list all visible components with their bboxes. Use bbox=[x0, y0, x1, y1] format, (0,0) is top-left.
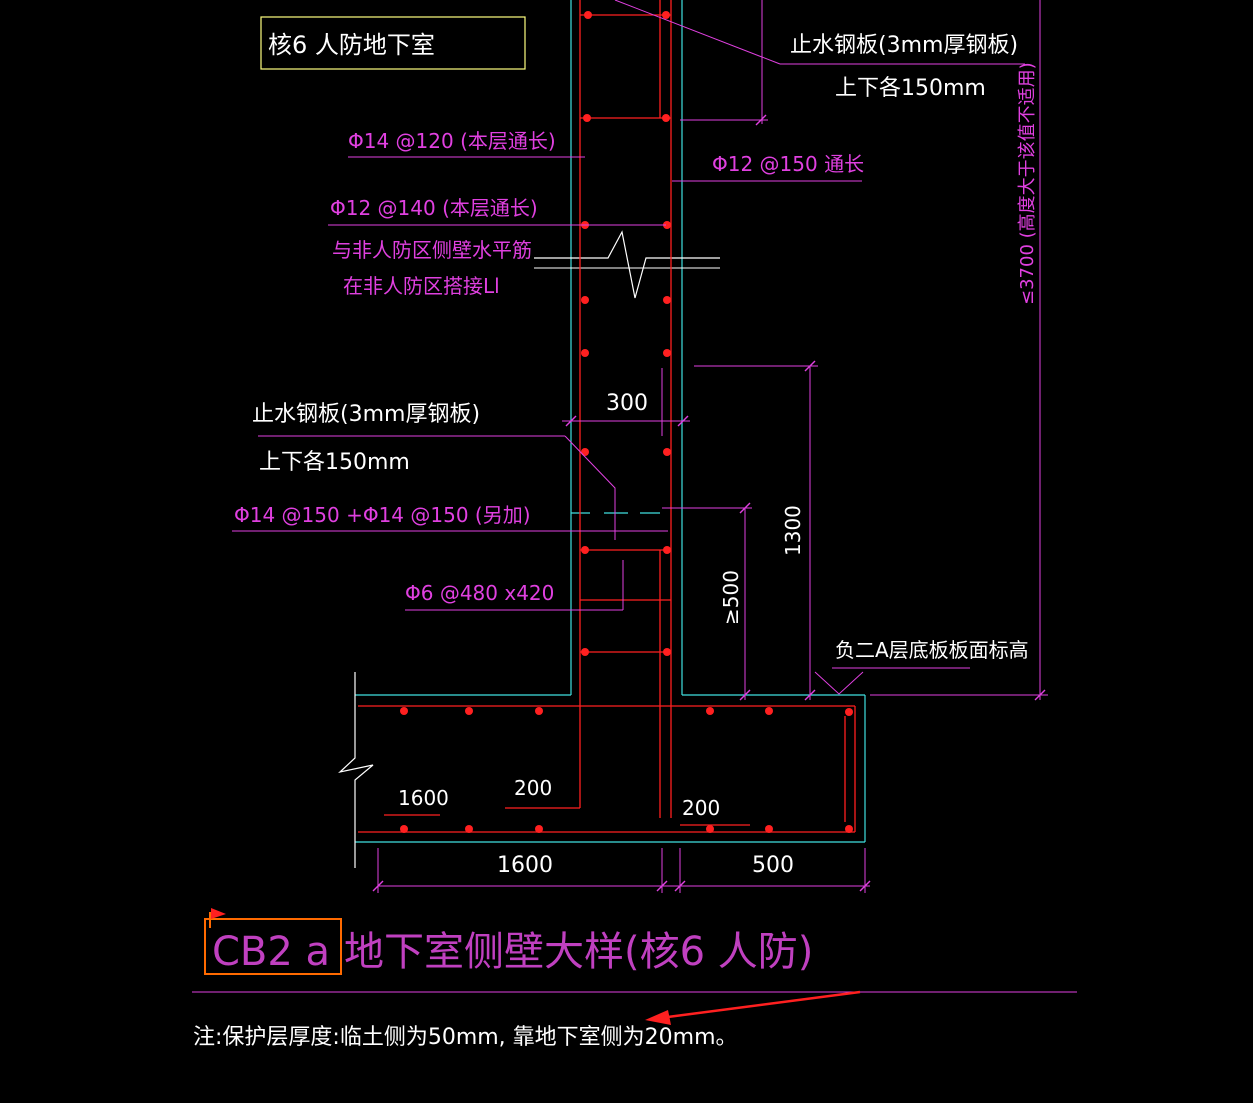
dim-tick bbox=[755, 114, 767, 126]
leader-waterstop-top bbox=[614, 0, 781, 65]
dimension-lines bbox=[192, 0, 1077, 993]
dim-200-left-label: 200 bbox=[514, 776, 552, 800]
rebar-dot bbox=[663, 448, 671, 456]
dim-tick bbox=[804, 360, 816, 372]
concrete-outline bbox=[355, 0, 866, 843]
title-box: 核6 人防地下室 bbox=[260, 16, 526, 70]
outer-rebar-label: Φ14 @120 (本层通长) bbox=[348, 129, 556, 153]
dim-1300-label: 1300 bbox=[781, 505, 805, 556]
flag-icon bbox=[211, 908, 226, 919]
rebar-dot bbox=[662, 11, 670, 19]
added-rebar-label: Φ14 @150 +Φ14 @150 (另加) bbox=[234, 503, 531, 527]
rebar-dot bbox=[765, 825, 773, 833]
rebar-dot bbox=[465, 825, 473, 833]
rebar-dot bbox=[535, 707, 543, 715]
dim-1600-inner-label: 1600 bbox=[398, 786, 449, 810]
dimension-ticks bbox=[372, 114, 1046, 892]
slab-break-line bbox=[338, 672, 374, 868]
dim-tick bbox=[674, 880, 686, 892]
rebar-dot bbox=[400, 707, 408, 715]
rebar-dot bbox=[581, 546, 589, 554]
rebar-dot bbox=[845, 708, 853, 716]
drawing-name: 地下室侧壁大样(核6 人防) bbox=[344, 929, 813, 975]
rebar-dot bbox=[662, 114, 670, 122]
dim-tick bbox=[859, 880, 871, 892]
drawing-code: CB2 a bbox=[212, 929, 330, 975]
rebar-dot bbox=[581, 296, 589, 304]
dim-tick bbox=[677, 415, 689, 427]
rebar-dot bbox=[581, 648, 589, 656]
rebar-dot bbox=[581, 349, 589, 357]
slab-level-marker bbox=[814, 671, 864, 695]
rebar-dot bbox=[663, 296, 671, 304]
rebar-dot bbox=[583, 114, 591, 122]
waterstop-top-sublabel: 上下各150mm bbox=[835, 76, 986, 101]
leader-waterstop-mid bbox=[564, 435, 616, 540]
dim-tick bbox=[372, 880, 384, 892]
rebar-dots bbox=[400, 11, 853, 833]
rebar-dot bbox=[663, 349, 671, 357]
slab-level-label: 负二A层底板板面标高 bbox=[835, 638, 1029, 662]
annotation-arrow bbox=[645, 990, 861, 1025]
dim-tick bbox=[565, 415, 577, 427]
dim-tick bbox=[1034, 689, 1046, 701]
horiz-rebar-label: Φ12 @140 (本层通长) bbox=[330, 196, 538, 220]
waterstop-mid-sublabel: 上下各150mm bbox=[259, 450, 410, 475]
rebar-dot bbox=[663, 648, 671, 656]
dim-tick bbox=[804, 689, 816, 701]
rebar-lines bbox=[358, 0, 856, 833]
rebar-dot bbox=[663, 221, 671, 229]
vertical-3700-label: ≤3700 (高度大于该值不适用) bbox=[1017, 62, 1038, 305]
dim-1600-bottom-label: 1600 bbox=[497, 853, 553, 878]
drawing-title: CB2 a 地下室侧壁大样(核6 人防) bbox=[204, 908, 813, 975]
rebar-dot bbox=[400, 825, 408, 833]
rebar-dot bbox=[663, 546, 671, 554]
rebar-dot bbox=[465, 707, 473, 715]
dim-tick bbox=[656, 880, 668, 892]
tie-bar-label: Φ6 @480 x420 bbox=[405, 581, 554, 605]
dim-tick bbox=[739, 502, 751, 514]
waterstop-top-label: 止水钢板(3mm厚钢板) bbox=[790, 33, 1018, 58]
rebar-dot bbox=[584, 11, 592, 19]
dim-300-label: 300 bbox=[606, 391, 648, 416]
dim-tick bbox=[739, 689, 751, 701]
rebar-dot bbox=[581, 448, 589, 456]
inner-rebar-label: Φ12 @150 通长 bbox=[712, 152, 864, 176]
rebar-dot bbox=[845, 825, 853, 833]
cover-thickness-note: 注:保护层厚度:临土侧为50mm, 靠地下室侧为20mm。 bbox=[193, 1025, 738, 1050]
highlight-box[interactable] bbox=[204, 918, 342, 975]
arrow-head-icon bbox=[645, 1010, 671, 1025]
title-box-frame bbox=[260, 16, 526, 70]
lap-note-line1: 与非人防区侧壁水平筋 bbox=[332, 238, 532, 262]
rebar-dot bbox=[535, 825, 543, 833]
dim-200-right-label: 200 bbox=[682, 796, 720, 820]
arrow-shaft bbox=[659, 990, 861, 1020]
dim-500-vert-label: ≥500 bbox=[719, 570, 743, 625]
rebar-dot bbox=[706, 825, 714, 833]
dim-500-bottom-label: 500 bbox=[752, 853, 794, 878]
rebar-dot bbox=[706, 707, 714, 715]
title-box-label: 核6 人防地下室 bbox=[268, 31, 435, 59]
rebar-dot bbox=[765, 707, 773, 715]
lap-note-line2: 在非人防区搭接Ll bbox=[343, 274, 500, 298]
waterstop-mid-label: 止水钢板(3mm厚钢板) bbox=[252, 402, 480, 427]
wall-break-symbol bbox=[534, 230, 720, 299]
